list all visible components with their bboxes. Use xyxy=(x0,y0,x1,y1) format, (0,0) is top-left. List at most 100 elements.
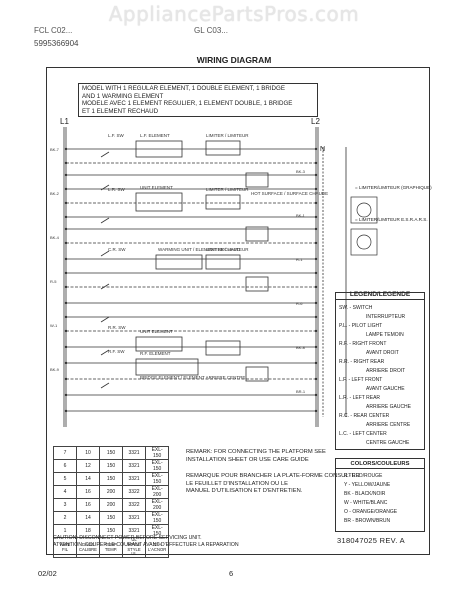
junction-dot xyxy=(64,271,68,275)
table-cell: EXL-150 xyxy=(144,511,170,525)
wire-tag: BK-2 xyxy=(50,191,60,196)
component-label: R.F. ELEMENT xyxy=(140,351,171,356)
switch-contact xyxy=(100,217,110,224)
switch-contact xyxy=(100,151,110,158)
component-block xyxy=(205,194,241,210)
table-cell: 3321 xyxy=(122,472,146,486)
component-label: L.F. SW xyxy=(108,133,125,138)
remark-line: LE FEUILLET D'INSTALLATION OU LE xyxy=(186,480,288,487)
table-header-cell: UL STYLE STYLE UL xyxy=(122,536,146,559)
junction-dot xyxy=(314,301,318,305)
legend-item: SW. - SWITCH xyxy=(339,305,373,311)
table-cell: 12 xyxy=(76,459,100,473)
component-label: R.R. SW xyxy=(108,325,126,330)
model-line: ET 1 ELEMENT RECHAUD xyxy=(82,107,159,115)
component-label: C.R. SW xyxy=(108,247,126,252)
junction-dot xyxy=(314,215,318,219)
diagram-title: WIRING DIAGRAM xyxy=(196,55,272,65)
junction-dot xyxy=(314,393,318,397)
remark-french: REMARQUE POUR BRANCHER LA PLATE-FORME CO… xyxy=(186,473,360,496)
component-label: BRIDGE ELEMENT / ELEMENT ARRIERE CENTRE xyxy=(140,375,245,380)
table-cell: 3322 xyxy=(122,485,146,499)
junction-dot xyxy=(314,345,318,349)
legend-item: R.R. - RIGHT REAR xyxy=(339,359,385,365)
neutral-label: N xyxy=(320,146,326,153)
legend-item: ARRIERE DROIT xyxy=(366,368,406,374)
wire-tag: W-1 xyxy=(50,323,58,328)
junction-dot xyxy=(64,315,68,319)
table-cell: 5 xyxy=(53,472,77,486)
junction-dot xyxy=(64,345,68,349)
legend-item: ARRIERE GAUCHE xyxy=(366,404,412,410)
junction-dot xyxy=(314,241,318,245)
component-block xyxy=(245,172,269,188)
wire-tag: R-6 xyxy=(296,301,303,306)
table-cell: 6 xyxy=(53,459,77,473)
color-item: O - ORANGE/ORANGE xyxy=(344,509,398,515)
table-cell: EXL-150 xyxy=(144,472,170,486)
junction-dot xyxy=(314,227,318,231)
wiring-schematic: L.F. SW L.F. ELEMENT LIMITER / LIMITEUR L.R… xyxy=(50,127,378,427)
color-item: BR - BROWN/BRUN xyxy=(344,518,391,524)
switch-contact xyxy=(100,283,110,290)
junction-dot xyxy=(64,147,68,151)
legend-item: LAMPE TEMOIN xyxy=(366,332,404,338)
component-label: UNIT ELEMENT xyxy=(140,329,173,334)
component-block xyxy=(135,336,183,352)
color-item: R - RED/ROUGE xyxy=(344,473,383,479)
table-cell: 3321 xyxy=(122,446,146,460)
legend-item: L.C. - LEFT CENTER xyxy=(339,431,387,437)
table-cell: 150 xyxy=(99,446,123,460)
component-label: WARMING UNIT / ELEMENT RECHAUD xyxy=(158,247,241,252)
table-cell: 150 xyxy=(99,472,123,486)
footer-date: 02/02 xyxy=(38,569,57,578)
component-label: LIMITER / LIMITEUR xyxy=(206,133,249,138)
junction-dot xyxy=(64,215,68,219)
junction-dot xyxy=(314,147,318,151)
junction-dot xyxy=(64,173,68,177)
wire-tag: BK-7 xyxy=(50,147,60,152)
model-line: MODEL WITH 1 REGULAR ELEMENT, 1 DOUBLE E… xyxy=(82,85,285,92)
table-cell: 7 xyxy=(53,446,77,460)
legend-item: P.L. - PILOT LIGHT xyxy=(339,323,383,329)
junction-dot xyxy=(64,241,68,245)
junction-dot xyxy=(314,315,318,319)
legend-item: L.F. - LEFT FRONT xyxy=(339,377,383,383)
color-item: W - WHITE/BLANC xyxy=(344,500,388,506)
table-cell: 3321 xyxy=(122,511,146,525)
junction-dot xyxy=(64,329,68,333)
junction-dot xyxy=(314,329,318,333)
table-cell: 10 xyxy=(76,446,100,460)
wire-tag: BK-4 xyxy=(50,235,60,240)
line-l2-label: L2 xyxy=(311,117,320,126)
legend-item: L.R. - LEFT REAR xyxy=(339,395,381,401)
component-block xyxy=(135,140,183,158)
color-item: Y - YELLOW/JAUNE xyxy=(344,482,391,488)
junction-dot xyxy=(64,393,68,397)
legend-title: LEGEND/LEGENDE xyxy=(336,291,424,301)
component-label: HOT SURFACE / SURFACE CHAUDE xyxy=(251,191,328,196)
table-header-cell: GAGE CALIBRE xyxy=(76,536,100,559)
diagram-frame xyxy=(46,67,430,555)
junction-dot xyxy=(314,409,318,413)
junction-dot xyxy=(64,361,68,365)
component-label: L.F. ELEMENT xyxy=(140,133,170,138)
legend-item: CENTRE GAUCHE xyxy=(366,440,410,446)
wire-tag: R-1 xyxy=(296,257,303,262)
junction-dot xyxy=(314,361,318,365)
junction-dot xyxy=(314,285,318,289)
remark-line: REMARQUE POUR BRANCHER LA PLATE-FORME CO… xyxy=(186,473,360,479)
limiter-legend-1: = LIMITER/LIMITEUR (GRAPHIQUE) xyxy=(355,185,432,190)
junction-dot xyxy=(314,257,318,261)
component-block xyxy=(205,254,241,270)
legend-item: AVANT DROIT xyxy=(366,350,399,356)
wire-tag: BK-3 xyxy=(296,169,306,174)
junction-dot xyxy=(314,161,318,165)
line-l1-label: L1 xyxy=(60,117,69,126)
